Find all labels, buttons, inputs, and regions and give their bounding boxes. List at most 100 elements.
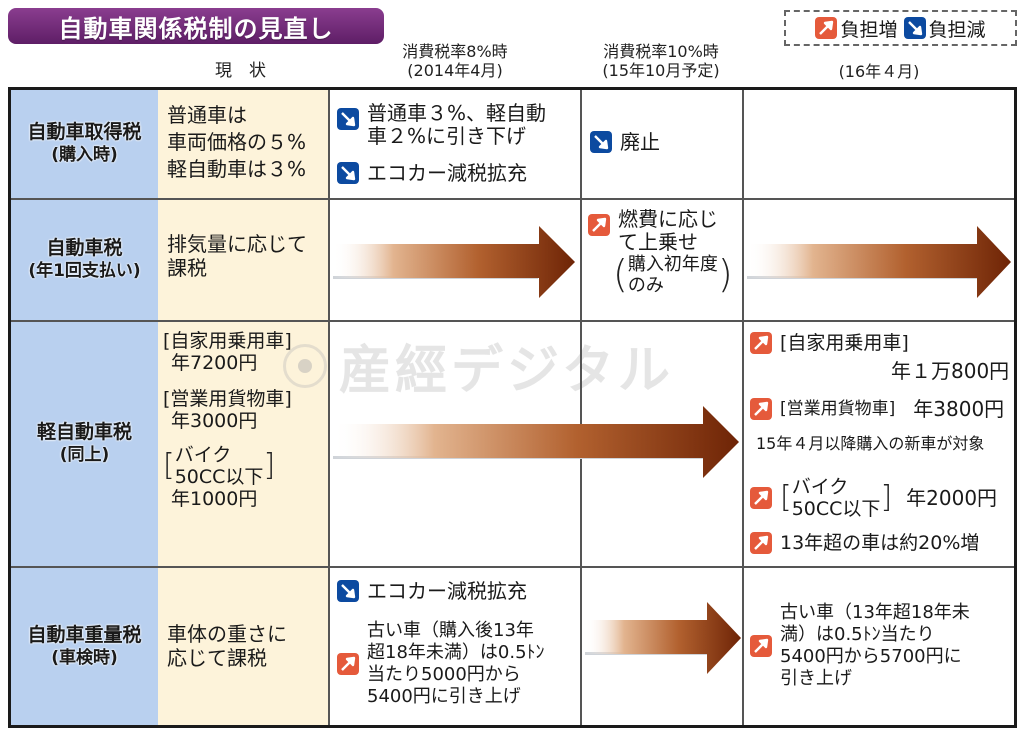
divider — [11, 320, 1014, 322]
burden-increase-icon — [588, 214, 610, 236]
current-line: 普通車は — [167, 103, 247, 127]
label-column-bg — [11, 90, 158, 725]
column-header-tax8-line2: (2014年4月) — [407, 61, 503, 80]
category-line: バイク — [174, 444, 232, 466]
note-line: 購入初年度 — [627, 254, 718, 275]
tax8-weight-entry-2: 古い車（購入後13年 超18年未満）は0.5ﾄﾝ 当たり5000円から 5400… — [337, 620, 545, 708]
amount: 年7200円 — [171, 352, 258, 374]
page-title: 自動車関係税制の見直し — [8, 8, 384, 44]
row-label-text: 自動車取得税 — [27, 121, 142, 143]
category: [自家用乗用車] — [780, 332, 909, 354]
legend: 負担増 負担減 — [784, 10, 1017, 46]
divider — [11, 198, 1014, 200]
column-header-tax10: 消費税率10%時 (15年10月予定) — [580, 42, 742, 80]
divider — [742, 90, 744, 725]
tax8-acquisition-entry-1: 普通車３%、軽自動 車２%に引き下げ — [337, 102, 546, 148]
category: [営業用貨物車] — [163, 388, 292, 410]
burden-increase-icon — [750, 332, 772, 354]
current-column-bg — [158, 90, 329, 725]
tax8-weight-entry-1: エコカー減税拡充 — [337, 580, 527, 602]
entry-line: 当たり5000円から — [367, 664, 521, 685]
current-line: 車両価格の５% — [167, 130, 307, 154]
divider — [328, 90, 330, 725]
paren-close: ) — [717, 252, 733, 296]
entry-line: 満）は0.5ﾄﾝ当たり — [780, 624, 935, 645]
row-label-text: 軽自動車税 — [36, 421, 132, 443]
continues-arrow-icon — [585, 602, 741, 674]
column-header-current: 現 状 — [215, 61, 266, 81]
continues-arrow-icon — [333, 226, 575, 298]
row-label-sub: (同上) — [59, 445, 110, 465]
column-header-apr16: (16年４月) — [838, 62, 920, 81]
paren-open: ( — [613, 252, 628, 296]
legend-increase: 負担増 — [815, 15, 898, 42]
bike-category: [ バイク 50CC以下 ] — [163, 444, 327, 488]
entry-line: エコカー減税拡充 — [367, 579, 527, 603]
burden-decrease-icon — [903, 17, 926, 39]
category: [営業用貨物車] — [780, 399, 896, 419]
entry-line: エコカー減税拡充 — [367, 161, 527, 185]
tax10-automobile-note: ( 購入初年度 のみ ) — [613, 252, 733, 296]
burden-decrease-icon — [337, 108, 359, 130]
continues-arrow-icon — [333, 406, 739, 478]
burden-decrease-icon — [337, 580, 359, 602]
column-header-tax10-line1: 消費税率10%時 — [603, 42, 719, 61]
entry-line: 引き上げ — [780, 668, 852, 689]
bracket-close: ] — [263, 448, 276, 483]
current-line: 応じて課税 — [167, 646, 267, 670]
column-header-tax8-line1: 消費税率8%時 — [402, 42, 508, 61]
burden-decrease-icon — [590, 131, 612, 153]
bracket-open: [ — [163, 448, 175, 483]
row-label-sub: (年1回支払い) — [28, 261, 141, 281]
watermark: 産經デジタル — [283, 328, 674, 403]
amount: 年１万800円 — [891, 359, 1010, 383]
burden-increase-icon — [750, 487, 772, 509]
category: [自家用乗用車] — [163, 330, 292, 352]
entry-line: て上乗せ — [618, 230, 698, 254]
entry-line: 5400円から5700円に — [780, 646, 962, 667]
tax8-acquisition-entry-2: エコカー減税拡充 — [337, 162, 527, 184]
bike-category: [ バイク 50CC以下 ] — [780, 476, 892, 520]
bracket-open: [ — [780, 480, 792, 515]
apr16-kei-entry-2: [営業用貨物車] 年3800円 — [750, 398, 1004, 420]
divider — [580, 200, 582, 322]
current-line: 軽自動車は３% — [167, 157, 307, 181]
current-line: 排気量に応じて — [167, 232, 307, 256]
current-automobile-tax: 排気量に応じて 課税 — [167, 232, 327, 280]
tax10-acquisition-entry: 廃止 — [590, 131, 660, 153]
amount: 年2000円 — [906, 486, 998, 510]
apr16-kei-entry-1: [自家用乗用車] — [750, 332, 909, 354]
entry-line: 古い車（13年超18年未 — [780, 602, 970, 623]
note: 15年４月以降購入の新車が対象 — [756, 434, 985, 453]
divider — [580, 90, 582, 200]
row-label-sub: (車検時) — [51, 647, 118, 668]
category-line: バイク — [791, 476, 849, 498]
apr16-weight-entry: 古い車（13年超18年未 満）は0.5ﾄﾝ当たり 5400円から5700円に 引… — [750, 602, 970, 690]
entry-line: 廃止 — [620, 130, 660, 154]
category-line: 50CC以下 — [174, 466, 264, 488]
bracket-close: ] — [880, 480, 893, 515]
burden-increase-icon — [815, 17, 838, 39]
burden-decrease-icon — [337, 162, 359, 184]
entry-line: 燃費に応じ — [618, 207, 718, 231]
current-acquisition-tax: 普通車は 車両価格の５% 軽自動車は３% — [167, 102, 327, 183]
legend-decrease: 負担減 — [903, 15, 986, 42]
burden-increase-icon — [337, 653, 359, 675]
divider — [580, 322, 582, 725]
column-header-tax10-line2: (15年10月予定) — [602, 61, 720, 80]
watermark-text: 産經デジタル — [339, 341, 674, 401]
entry-line: 普通車３%、軽自動 — [367, 101, 547, 125]
amount: 年3800円 — [913, 397, 1005, 421]
entry-line: 5400円に引き上げ — [367, 686, 521, 707]
divider — [11, 566, 1014, 568]
row-label-automobile-tax: 自動車税 (年1回支払い) — [11, 200, 158, 320]
amount: 年1000円 — [171, 488, 258, 510]
row-label-text: 自動車重量税 — [27, 623, 142, 646]
legend-decrease-label: 負担減 — [928, 18, 986, 41]
tax10-automobile-entry: 燃費に応じ て上乗せ — [588, 208, 718, 254]
apr16-kei-entry-4: 13年超の車は約20%増 — [750, 532, 979, 554]
amount: 年3000円 — [171, 410, 258, 432]
continues-arrow-icon — [747, 226, 1011, 298]
entry-line: 超18年未満）は0.5ﾄﾝ — [367, 642, 545, 663]
column-header-tax8: 消費税率8%時 (2014年4月) — [330, 42, 580, 80]
